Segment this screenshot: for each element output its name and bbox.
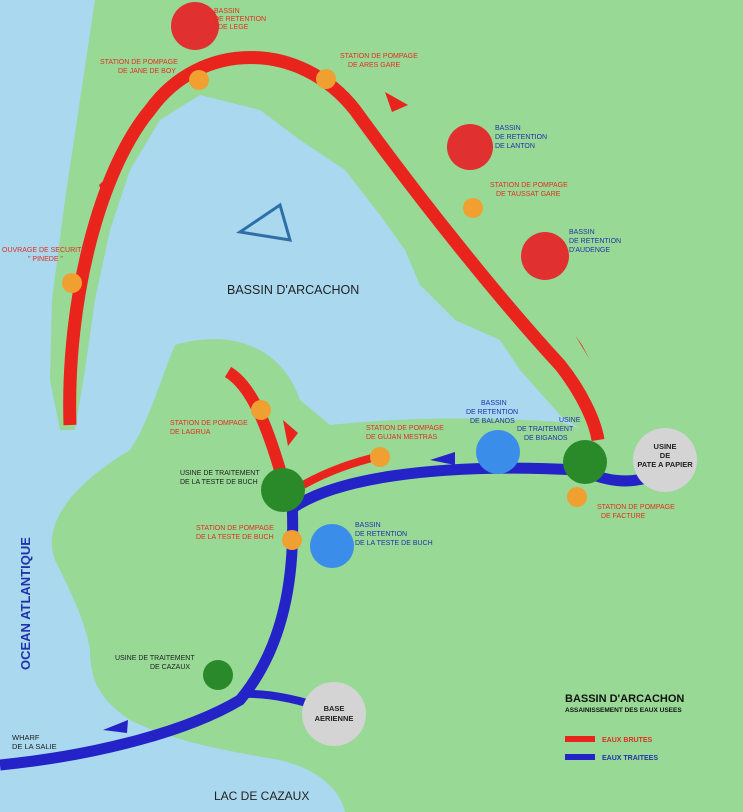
pumping-station-teste [282,530,302,550]
retention-basin-balanos [476,430,520,474]
wharf-label: DE LA SALIE [12,742,57,751]
legend-title: BASSIN D'ARCACHON [565,693,684,705]
paper-mill [633,428,697,492]
treated-pipeline-south [0,499,299,771]
legend: BASSIN D'ARCACHON ASSAINISSEMENT DES EAU… [565,693,684,762]
pinede-label: OUVRAGE DE SECURITE [2,247,86,254]
safety-structure-pinede [62,273,82,293]
paper-mill-label: DE [660,451,670,460]
land-north-east [50,0,743,812]
taussat-label: DE TAUSSAT GARE [496,191,561,198]
treated-direction-arrow [430,452,455,465]
air-base-label: BASE [324,704,345,713]
island [236,202,293,242]
cazaux-label: DE CAZAUX [150,664,190,671]
audenge-label: BASSIN [569,229,595,236]
treatment-plant-cazaux [203,660,233,690]
lege-label: DE LEGE [218,24,249,31]
cazaux-label: USINE DE TRAITEMENT [115,655,195,662]
land-south-west [51,339,705,812]
teste-plant-label: USINE DE TRAITEMENT [180,470,260,477]
paper-mill-label: USINE [654,442,677,451]
gujan-label: DE GUJAN MESTRAS [366,434,438,441]
facture-label: STATION DE POMPAGE [597,504,675,511]
audenge-label: DE RETENTION [569,238,621,245]
legend-raw-label: EAUX BRUTES [602,737,653,744]
teste-plant-label: DE LA TESTE DE BUCH [180,479,258,486]
facture-label: DE FACTURE [601,513,646,520]
pumping-station-ares [316,69,336,89]
retention-basin-lanton [447,124,493,170]
legend-swatch-treated [565,754,595,760]
legend-subtitle: ASSAINISSEMENT DES EAUX USEES [565,707,682,714]
lanton-label: DE LANTON [495,143,535,150]
biganos-label: DE BIGANOS [524,435,568,442]
ares-label: STATION DE POMPAGE [340,53,418,60]
bassin-label: BASSIN D'ARCACHON [227,283,359,297]
retention-basin-audenge [521,232,569,280]
paper-mill-label: PATE A PAPIER [637,460,693,469]
pinede-label: " PINEDE " [28,256,63,263]
raw-direction-arrow [99,175,110,198]
taussat-label: STATION DE POMPAGE [490,182,568,189]
lanton-label: BASSIN [495,125,521,132]
retention-basin-teste [310,524,354,568]
treatment-plant-biganos [563,440,607,484]
teste-basin-label: BASSIN [355,522,381,529]
ares-label: DE ARES GARE [348,62,400,69]
treatment-plant-teste [261,468,305,512]
lake-label: LAC DE CAZAUX [214,789,309,803]
pumping-station-lagrua [251,400,271,420]
jane-label: DE JANE DE BOY [118,68,176,75]
lanton-label: DE RETENTION [495,134,547,141]
pumping-station-gujan [370,447,390,467]
gujan-label: STATION DE POMPAGE [366,425,444,432]
balanos-label: DE BALANOS [470,418,515,425]
teste-station-label: DE LA TESTE DE BUCH [196,534,274,541]
biganos-label: USINE [559,417,581,424]
legend-treated-label: EAUX TRAITEES [602,755,658,762]
air-base-label: AERIENNE [315,714,354,723]
pumping-station-jane-de-boy [189,70,209,90]
teste-basin-label: DE LA TESTE DE BUCH [355,540,433,547]
lagrua-label: DE LAGRUA [170,429,211,436]
teste-basin-label: DE RETENTION [355,531,407,538]
ocean-label: OCEAN ATLANTIQUE [18,537,33,670]
lagrua-label: STATION DE POMPAGE [170,420,248,427]
biganos-label: DE TRAITEMENT [517,426,574,433]
raw-direction-arrow [385,92,408,112]
teste-station-label: STATION DE POMPAGE [196,525,274,532]
air-base [302,682,366,746]
lege-label: DE RETENTION [214,16,266,23]
balanos-label: BASSIN [481,400,507,407]
land-south-east [460,772,600,812]
pumping-station-facture [567,487,587,507]
treated-direction-arrow [103,720,128,733]
wharf-label: WHARF [12,733,40,742]
retention-basin-lege [171,2,219,50]
jane-label: STATION DE POMPAGE [100,59,178,66]
audenge-label: D'AUDENGE [569,247,610,254]
raw-direction-arrow [575,335,590,360]
balanos-label: DE RETENTION [466,409,518,416]
raw-direction-arrow [283,420,298,446]
legend-swatch-raw [565,736,595,742]
pumping-station-taussat [463,198,483,218]
lege-label: BASSIN [214,8,240,15]
